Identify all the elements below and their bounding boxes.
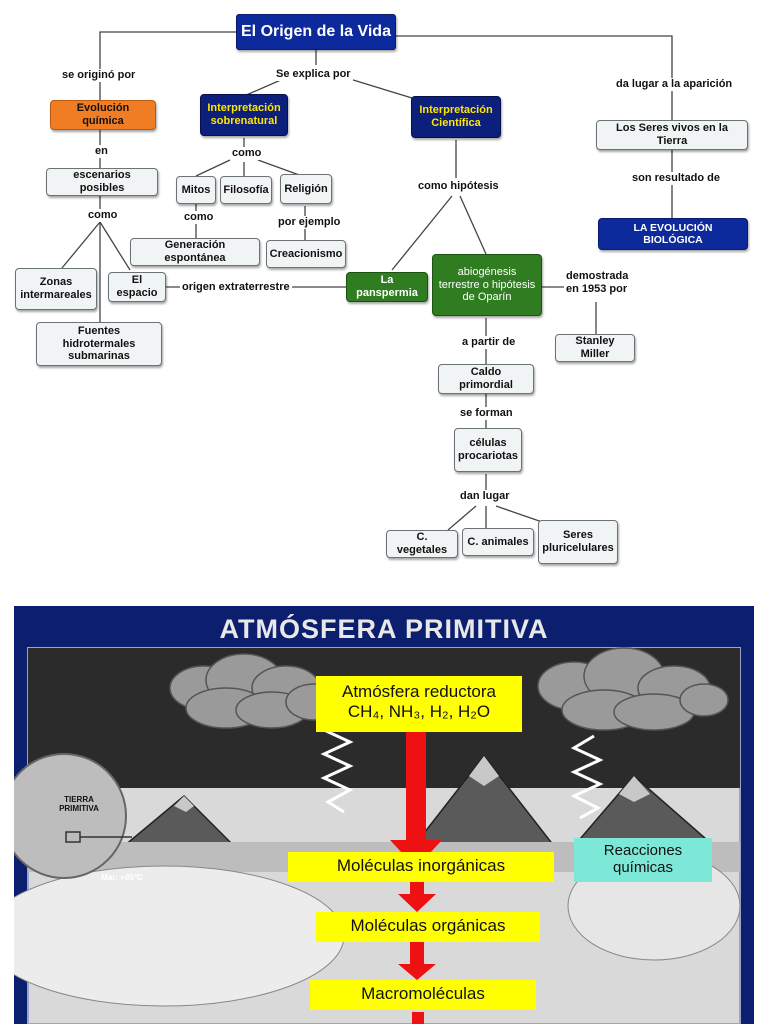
node-espacio: El espacio [108,272,166,302]
node-caldo: Caldo primordial [438,364,534,394]
node-evolucion-biologica: LA EVOLUCIÓN BIOLÓGICA [598,218,748,250]
node-mitos: Mitos [176,176,216,204]
box-reacciones: Reacciones químicas [574,838,712,882]
atmosphere-illustration: ATMÓSFERA PRIMITIVA [14,606,754,1024]
link-como-mitos: como [182,211,216,224]
node-panspermia: La panspermia [346,272,428,302]
link-se-forman: se forman [458,407,515,420]
node-interp-cientifica: Interpretación Científica [411,96,501,138]
reductora-formula: CH₄, NH₃, H₂, H₂O [347,702,491,722]
box-inorganicas: Moléculas inorgánicas [288,852,554,882]
node-evolucion-quimica: Evolución química [50,100,156,130]
link-en: en [93,145,110,158]
link-da-lugar: da lugar a la aparición [614,78,735,91]
node-vegetales: C. vegetales [386,530,458,558]
link-como-sobrenatural: como [230,147,264,160]
node-zonas: Zonas intermareales [15,268,97,310]
link-son-resultado: son resultado de [630,172,723,185]
node-stanley: Stanley Miller [555,334,635,362]
mar-temperature-label: Mar: +85°C [101,873,143,882]
node-filosofia: Filosofía [220,176,272,204]
box-organicas: Moléculas orgánicas [316,912,540,942]
node-animales: C. animales [462,528,534,556]
node-seres-vivos: Los Seres vivos en la Tierra [596,120,748,150]
node-creacionismo: Creacionismo [266,240,346,268]
link-se-origino: se originó por [60,69,138,82]
box-atmosfera-reductora: Atmósfera reductora CH₄, NH₃, H₂, H₂O [316,676,522,732]
atmosphere-title: ATMÓSFERA PRIMITIVA [219,614,549,644]
link-por-ejemplo: por ejemplo [276,216,343,229]
node-escenarios: escenarios posibles [46,168,158,196]
atmosphere-scene [14,647,741,1024]
node-celulas: células procariotas [454,428,522,472]
link-se-explica: Se explica por [274,68,353,81]
link-origen-extra: origen extraterrestre [180,281,292,294]
reductora-label: Atmósfera reductora [341,682,496,701]
link-dan-lugar: dan lugar [458,490,512,503]
link-como-escenarios: como [86,209,120,222]
link-como-hipotesis: como hipótesis [416,180,501,193]
node-abiogenesis: abiogénesis terrestre o hipótesis de Opa… [432,254,542,316]
map-title: El Origen de la Vida [236,14,396,50]
box-macromoleculas: Macromoléculas [310,980,536,1010]
tierra-primitiva-label: TIERRA PRIMITIVA [59,795,99,813]
concept-map: El Origen de la Vida se originó por Se e… [15,14,748,564]
node-seres: Seres pluricelulares [538,520,618,564]
node-fuentes: Fuentes hidrotermales submarinas [36,322,162,366]
link-a-partir: a partir de [460,336,518,349]
link-demostrada: demostrada en 1953 por [564,270,632,296]
node-interp-sobrenatural: Interpretación sobrenatural [200,94,288,136]
node-generacion: Generación espontánea [130,238,260,266]
node-religion: Religión [280,174,332,204]
